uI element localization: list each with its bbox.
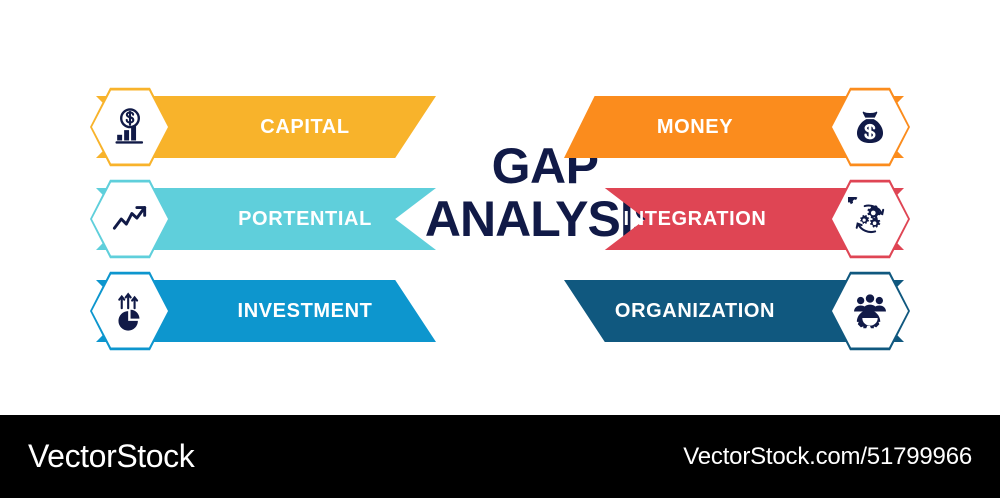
money-bag-icon <box>848 105 892 149</box>
bar-label-integration: INTEGRATION <box>623 207 767 230</box>
infographic-canvas: CAPITAL PORTENTIAL <box>90 87 910 351</box>
gap-item-investment[interactable]: INVESTMENT <box>90 271 436 351</box>
bar-label-investment: INVESTMENT <box>237 299 373 322</box>
hexagon-organization <box>832 274 908 348</box>
hexagon-money <box>832 90 908 164</box>
gap-item-capital[interactable]: CAPITAL <box>90 87 436 167</box>
gap-item-integration[interactable]: INTEGRATION <box>564 179 910 259</box>
trend-line-up-icon <box>108 197 152 241</box>
dollar-coin-bar-chart-icon <box>108 105 152 149</box>
gap-item-money[interactable]: MONEY <box>564 87 910 167</box>
hexagon-integration <box>832 182 908 256</box>
gears-cycle-icon <box>848 197 892 241</box>
vectorstock-url: VectorStock.com/51799966 <box>683 442 972 470</box>
bar-label-money: MONEY <box>656 115 734 138</box>
bar-label-organization: ORGANIZATION <box>614 299 776 322</box>
team-gear-icon <box>848 289 892 333</box>
pie-chart-arrows-icon <box>108 289 152 333</box>
watermark-footer: VectorStock VectorStock.com/51799966 <box>0 415 1000 498</box>
bar-label-portential: PORTENTIAL <box>238 207 372 230</box>
gap-item-portential[interactable]: PORTENTIAL <box>90 179 436 259</box>
bar-label-capital: CAPITAL <box>260 115 350 138</box>
gap-item-organization[interactable]: ORGANIZATION <box>564 271 910 351</box>
vectorstock-logo: VectorStock <box>28 438 195 474</box>
